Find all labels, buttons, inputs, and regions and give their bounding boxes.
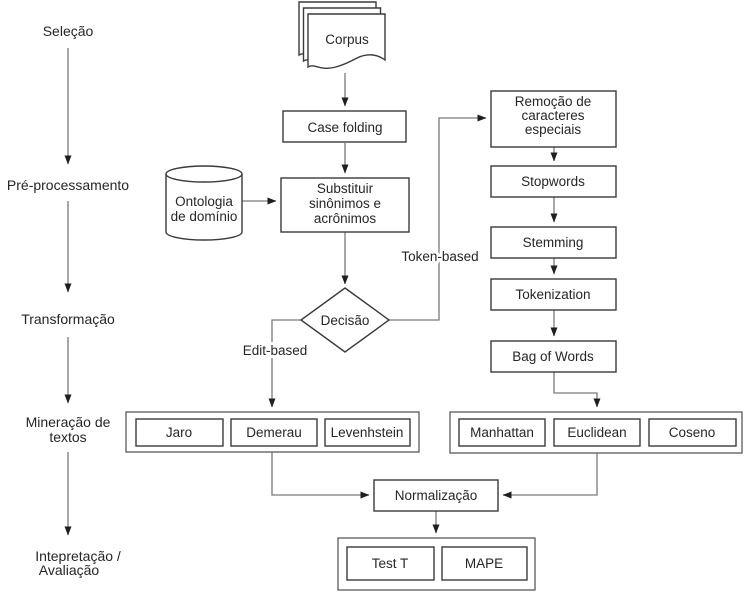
node-corpus: Corpus [298, 1, 386, 69]
node-remocao-box [490, 90, 617, 148]
edge-label-token-based: Token-based [401, 249, 478, 264]
database-cylinder-icon [165, 165, 243, 241]
node-decisao: Decisão [299, 287, 391, 353]
decision-diamond-icon [299, 287, 391, 353]
stage-label-interpretacao-line2: Avaliação [39, 562, 100, 578]
group-token-based-metrics: Manhattan Euclidean Coseno [449, 411, 743, 454]
node-euclidean-label: Euclidean [567, 425, 626, 440]
node-remocao-label-line2: caracteres [521, 108, 584, 123]
stage-label-interpretacao-line1: Intepretação / [35, 548, 121, 564]
edge-label-edit-based: Edit-based [243, 343, 308, 358]
stage-label-transformacao: Transformação [21, 311, 115, 327]
node-ontologia-label-line1: Ontologia [175, 194, 233, 209]
node-jaro-box [135, 418, 224, 447]
node-normalizacao: Normalização [373, 479, 499, 512]
node-case-folding: Case folding [282, 110, 407, 143]
connector-decisao-tokenbased-remocao [388, 114, 487, 321]
connector-bagofwords-group [553, 372, 601, 408]
node-ontologia-label-line2: de domínio [171, 209, 238, 224]
node-substituir-box [280, 177, 410, 233]
node-bag-of-words-label: Bag of Words [512, 349, 594, 364]
node-test-t-label: Test T [372, 556, 409, 571]
node-bag-of-words: Bag of Words [490, 340, 617, 373]
stage-label-selecao: Seleção [43, 23, 94, 39]
node-decisao-label: Decisão [321, 313, 370, 328]
node-bag-of-words-box [490, 340, 617, 373]
stage-label-mineracao-line1: Mineração de [26, 414, 111, 430]
stage-label-mineracao-line2: textos [49, 429, 86, 445]
node-mape-label: MAPE [465, 556, 503, 571]
node-euclidean-box [553, 418, 641, 447]
node-case-folding-box [282, 110, 407, 143]
node-stemming: Stemming [490, 226, 617, 259]
stage-label-pre-processamento: Pré-processamento [7, 177, 129, 193]
database-cylinder-top-arc [165, 173, 243, 183]
node-substituir-label-line1: Substituir [317, 181, 374, 196]
node-jaro-label: Jaro [166, 425, 192, 440]
connector-tokengroup-normalizacao [502, 453, 598, 499]
node-test-t-box [346, 546, 435, 581]
node-stemming-box [490, 226, 617, 259]
node-corpus-label: Corpus [325, 32, 369, 47]
node-normalizacao-box [373, 479, 499, 512]
node-demerau-box [230, 418, 318, 447]
node-coseno-box [648, 418, 737, 447]
node-substituir: Substituir sinônimos e acrônimos [280, 177, 410, 233]
node-mape-box [441, 546, 528, 581]
stage-timeline: Seleção Pré-processamento Transformação … [7, 23, 129, 578]
node-tokenization-label: Tokenization [515, 287, 590, 302]
node-substituir-label-line2: sinônimos e [309, 196, 381, 211]
connector-decisao-editbased-group [268, 319, 302, 408]
connectors [242, 73, 601, 534]
node-case-folding-label: Case folding [307, 120, 382, 135]
node-stopwords-label: Stopwords [521, 174, 585, 189]
node-levenhstein-box [324, 418, 411, 447]
node-demerau-label: Demerau [246, 425, 302, 440]
node-ontologia-dominio: Ontologia de domínio [165, 165, 243, 241]
node-manhattan-label: Manhattan [470, 425, 534, 440]
corpus-page-front-icon [307, 13, 386, 69]
node-remocao-label-line1: Remoção de [515, 94, 592, 109]
node-remocao: Remoção de caracteres especiais [490, 90, 617, 148]
node-tokenization-box [490, 278, 617, 311]
node-coseno-label: Coseno [669, 425, 716, 440]
node-stopwords: Stopwords [490, 165, 617, 198]
node-substituir-label-line3: acrônimos [314, 211, 377, 226]
group-edit-based-metrics: Jaro Demerau Levenhstein [125, 411, 420, 453]
connector-editgroup-normalizacao [271, 452, 370, 499]
node-stopwords-box [490, 165, 617, 198]
node-stemming-label: Stemming [523, 235, 584, 250]
group-evaluation: Test T MAPE [337, 537, 536, 591]
node-normalizacao-label: Normalização [395, 488, 478, 503]
node-tokenization: Tokenization [490, 278, 617, 311]
node-levenhstein-label: Levenhstein [331, 425, 404, 440]
node-remocao-label-line3: especiais [525, 122, 582, 137]
node-manhattan-box [458, 418, 546, 447]
